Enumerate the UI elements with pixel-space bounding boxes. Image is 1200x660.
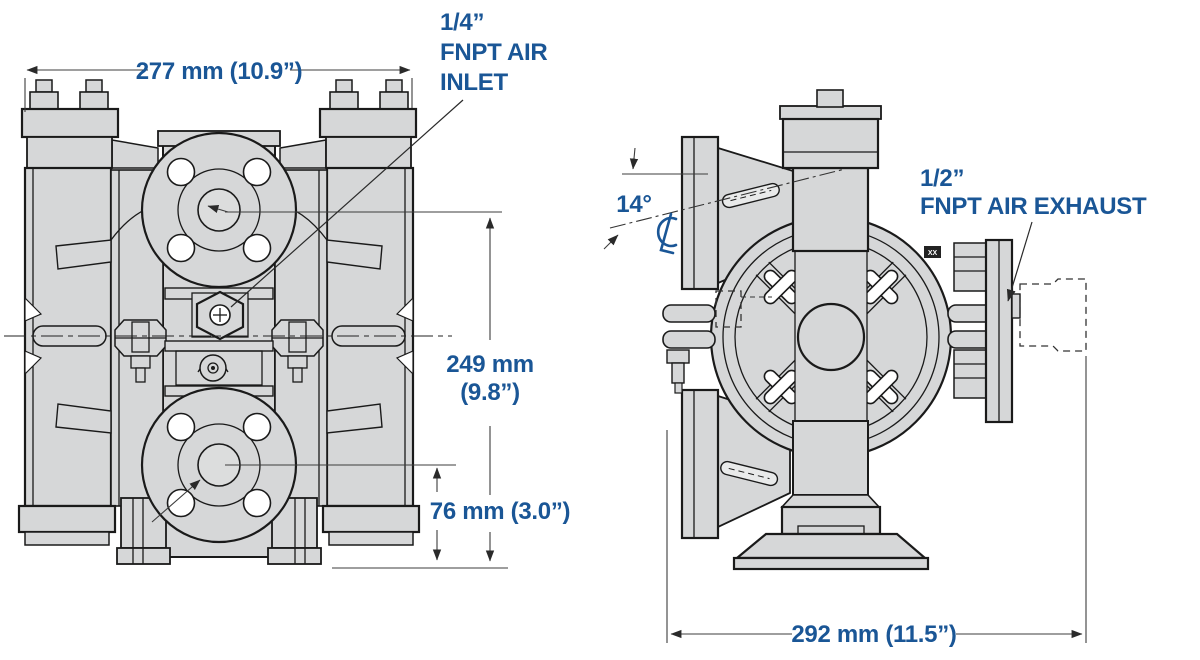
exhaust-port [1011, 293, 1021, 319]
air-inlet-label-line2: FNPT AIR [440, 39, 547, 66]
front-view: 277 mm (10.9”) 249 mm (9.8”) 76 mm (3.0”… [4, 9, 571, 569]
air-exhaust-leader-line [1006, 221, 1033, 302]
side-air-valve-assembly: XX [924, 238, 1087, 424]
front-bottom-flange [140, 386, 298, 544]
air-inlet-label-line3: INLET [440, 69, 508, 96]
air-inlet-label-line1: 1/4” [440, 9, 484, 36]
front-port-height-dimension: 76 mm (3.0”) [151, 464, 571, 569]
angle-annotation: 14° [603, 147, 846, 255]
side-view: XX 14° 1/2” FNPT AIR EXHAUST [603, 89, 1147, 648]
front-width-dimension: 277 mm (10.9”) [24, 58, 413, 112]
valve-label-plate [924, 246, 941, 258]
valve-label-text: XX [928, 250, 938, 257]
side-hub [796, 302, 866, 372]
side-pedestal [732, 420, 930, 571]
side-left-manifolds [680, 135, 794, 540]
centerline-symbol-icon [656, 212, 678, 255]
air-inlet-callout: 1/4” FNPT AIR INLET [230, 9, 548, 308]
front-right-chamber [267, 79, 421, 565]
angle-dimension-label: 14° [616, 191, 651, 218]
front-width-dimension-label: 277 mm (10.9”) [136, 58, 303, 85]
front-height-dimension-label-mm: 249 mm [446, 351, 534, 378]
air-exhaust-label-line1: 1/2” [920, 165, 964, 192]
front-height-dimension: 249 mm (9.8”) [207, 204, 534, 562]
front-port-height-dimension-label: 76 mm (3.0”) [430, 498, 570, 525]
muffler-phantom-outline [1019, 278, 1087, 352]
side-width-dimension: 292 mm (11.5”) [666, 356, 1087, 648]
air-exhaust-callout: 1/2” FNPT AIR EXHAUST [920, 165, 1147, 302]
front-height-dimension-label-in: (9.8”) [460, 379, 520, 406]
front-top-flange [140, 131, 298, 289]
air-inlet-leader-line [230, 99, 464, 308]
side-discharge-pipe [779, 89, 882, 421]
hidden-port-outline [715, 290, 742, 328]
air-exhaust-label-line2: FNPT AIR EXHAUST [920, 193, 1147, 220]
side-width-dimension-label: 292 mm (11.5”) [791, 621, 956, 648]
